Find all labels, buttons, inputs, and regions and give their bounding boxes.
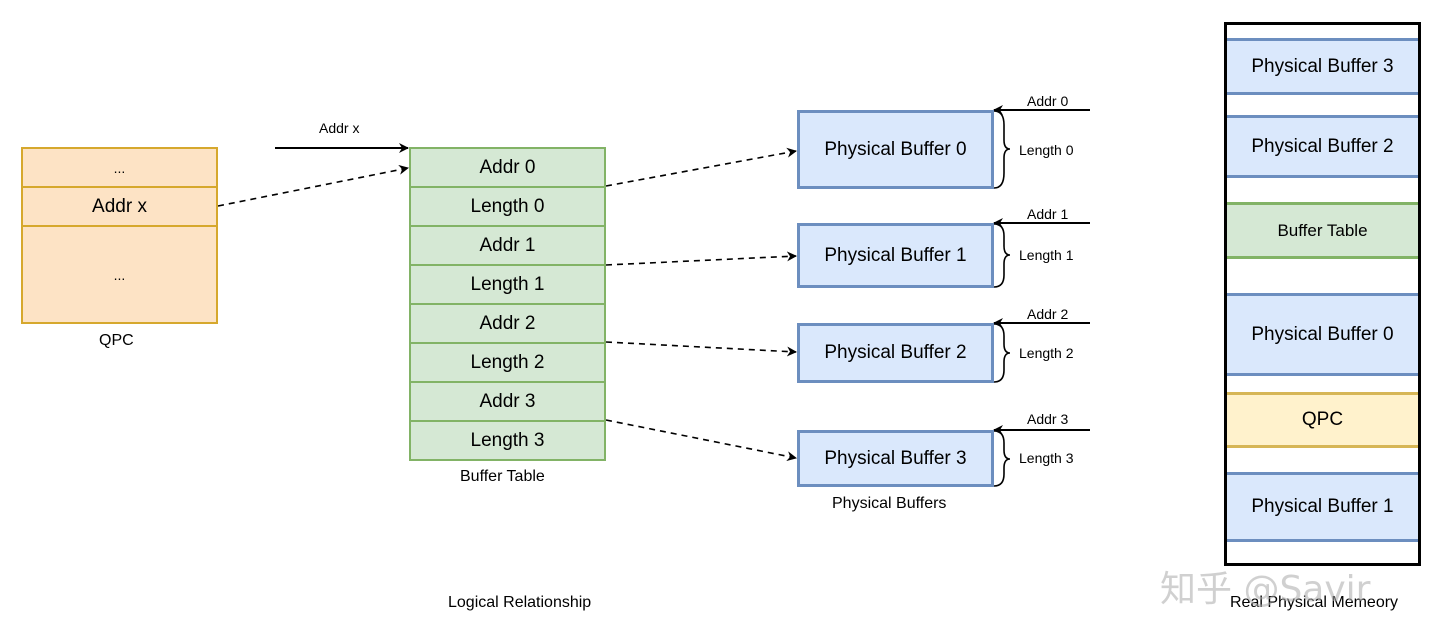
length-1-label: Length 1 — [1019, 247, 1074, 263]
addr-3-label: Addr 3 — [1027, 411, 1069, 427]
length-2-label: Length 2 — [1019, 345, 1074, 361]
memory-block-buffer-table: Buffer Table — [1227, 202, 1418, 259]
qpc-cell-addr-x: Addr x — [23, 188, 216, 227]
qpc-block: ... Addr x ... — [21, 147, 218, 324]
buffer-table-row: Addr 3 — [411, 383, 604, 422]
table-to-buffer-0-arrow — [605, 147, 797, 187]
qpc-to-table-arrow — [217, 164, 409, 207]
buffer-table-row: Length 3 — [470, 429, 545, 451]
memory-block-qpc: QPC — [1227, 392, 1418, 448]
buffer-table-row: Addr 2 — [411, 305, 604, 344]
memory-block-physical-buffer-3: Physical Buffer 3 — [1227, 38, 1418, 95]
addr-1-label: Addr 1 — [1027, 206, 1069, 222]
addr-2-label: Addr 2 — [1027, 306, 1069, 322]
watermark: 知乎 @Savir — [1160, 569, 1371, 610]
physical-memory-column: Physical Buffer 3 Physical Buffer 2 Buff… — [1224, 22, 1421, 566]
length-3-brace — [993, 430, 1011, 487]
table-to-buffer-1-arrow — [605, 251, 797, 266]
physical-buffers-caption: Physical Buffers — [832, 495, 947, 512]
memory-block-physical-buffer-1: Physical Buffer 1 — [1227, 472, 1418, 542]
table-to-buffer-2-arrow — [605, 341, 797, 357]
length-3-label: Length 3 — [1019, 450, 1074, 466]
length-1-brace — [993, 223, 1011, 288]
table-to-buffer-3-arrow — [605, 419, 797, 462]
qpc-caption: QPC — [99, 332, 134, 349]
buffer-table-row: Length 2 — [411, 344, 604, 383]
physical-buffer-2: Physical Buffer 2 — [797, 323, 994, 383]
length-0-brace — [993, 110, 1011, 189]
length-2-brace — [993, 323, 1011, 383]
addr-0-label: Addr 0 — [1027, 93, 1069, 109]
physical-buffer-0: Physical Buffer 0 — [797, 110, 994, 189]
memory-block-physical-buffer-2: Physical Buffer 2 — [1227, 115, 1418, 178]
buffer-table-row: Addr 0 — [411, 149, 604, 188]
buffer-table-row: Length 1 — [411, 266, 604, 305]
length-0-label: Length 0 — [1019, 142, 1074, 158]
buffer-table-caption: Buffer Table — [460, 468, 545, 485]
memory-block-physical-buffer-0: Physical Buffer 0 — [1227, 293, 1418, 376]
buffer-table: Addr 0 Length 0 Addr 1 Length 1 Addr 2 L… — [409, 147, 606, 461]
buffer-table-row: Length 0 — [411, 188, 604, 227]
buffer-table-row: Addr 1 — [411, 227, 604, 266]
qpc-cell-bottom: ... — [113, 266, 126, 283]
addr-x-pointer-label: Addr x — [319, 120, 360, 136]
physical-memory-caption: Real Physical Memeory — [1230, 594, 1399, 611]
logical-relationship-caption: Logical Relationship — [448, 594, 592, 611]
qpc-cell-top: ... — [23, 149, 216, 188]
physical-buffer-1: Physical Buffer 1 — [797, 223, 994, 288]
physical-buffer-3: Physical Buffer 3 — [797, 430, 994, 487]
